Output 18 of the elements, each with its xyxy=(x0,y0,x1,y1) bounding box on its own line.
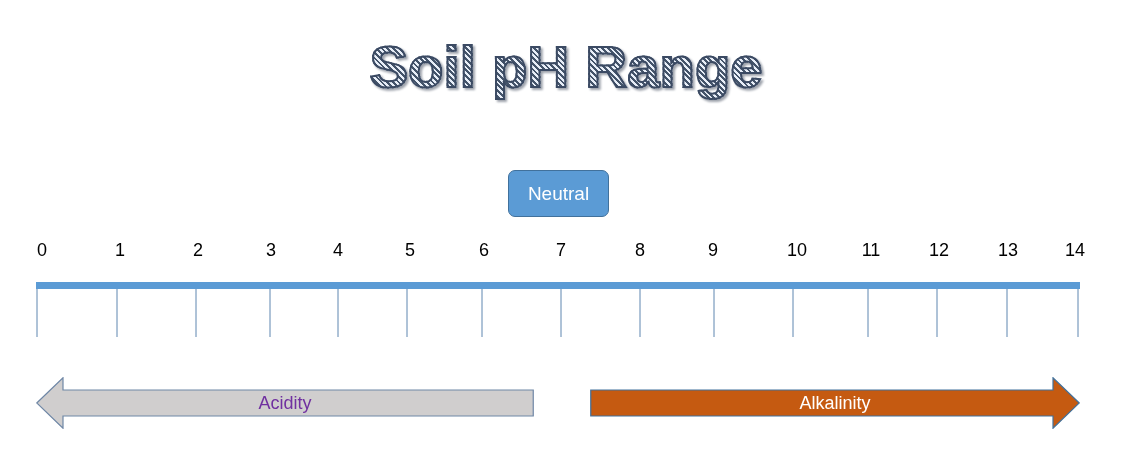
scale-number: 9 xyxy=(708,239,718,261)
scale-number: 11 xyxy=(861,239,881,261)
scale-number: 5 xyxy=(405,239,415,261)
scale-number: 12 xyxy=(929,239,949,261)
scale-number: 0 xyxy=(37,239,47,261)
scale-number: 4 xyxy=(333,239,343,261)
scale-number: 13 xyxy=(998,239,1018,261)
scale-number: 3 xyxy=(266,239,276,261)
arrow-label: Alkalinity xyxy=(799,392,871,414)
scale-number: 1 xyxy=(115,239,125,261)
arrow-label: Acidity xyxy=(258,392,312,414)
scale-number: 8 xyxy=(635,239,645,261)
scale-number: 7 xyxy=(556,239,566,261)
scale-number: 2 xyxy=(193,239,203,261)
scale-number: 14 xyxy=(1065,239,1085,261)
scale-number: 6 xyxy=(479,239,489,261)
rounded-box: Neutral xyxy=(508,170,609,217)
scale-number: 10 xyxy=(787,239,807,261)
